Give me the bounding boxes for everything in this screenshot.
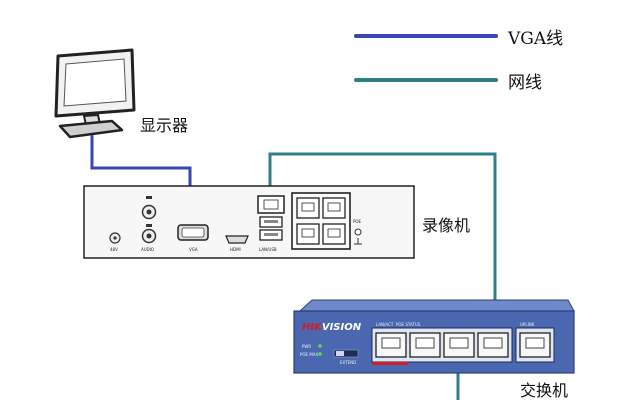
pwr-led-label: PWR: [302, 344, 311, 349]
extend-switch: [333, 349, 359, 358]
hdmi-port-icon: [225, 235, 249, 244]
poe-label: POE: [353, 219, 362, 224]
switch-label: 交换机: [520, 381, 568, 400]
power-port-label: 48V: [110, 247, 118, 252]
vga-port-label: VGA: [189, 247, 198, 252]
hdmi-port-label: HDMI: [230, 247, 241, 252]
nvr-device: 48V AUDIO VGA HDMI LAN/USB: [83, 185, 415, 259]
pwr-led-icon: [318, 344, 322, 348]
legend-vga-label: VGA线: [507, 29, 563, 49]
lan-usb-port-label: LAN/USB: [259, 247, 277, 252]
uplink-port-icon: [519, 332, 551, 358]
audio-port-label: AUDIO: [141, 247, 154, 252]
legend: VGA线 网线: [354, 29, 563, 93]
switch-port-icons: [375, 332, 509, 358]
switch-brand: HIKVISION: [302, 322, 362, 333]
legend-net-label: 网线: [508, 73, 542, 93]
net-cable-nvr-switch: [268, 152, 497, 330]
switch-device: HIKVISION PWR POE MAX EXTEND LAN/ACT POE…: [293, 299, 575, 374]
poe-led-icon: [318, 352, 322, 356]
poe-led-label: POE MAX: [300, 352, 319, 357]
monitor-icon: [54, 48, 136, 139]
uplink-label: UPLINK: [520, 322, 535, 327]
lan-act-label: LAN/ACT: [376, 322, 394, 327]
nvr-label: 录像机: [422, 216, 470, 235]
reset-icon: [354, 228, 362, 236]
poe-status-label: POE STATUS: [396, 322, 421, 327]
poe-port-icons: [296, 197, 346, 245]
extend-label: EXTEND: [340, 360, 356, 365]
monitor-label: 显示器: [140, 116, 188, 135]
